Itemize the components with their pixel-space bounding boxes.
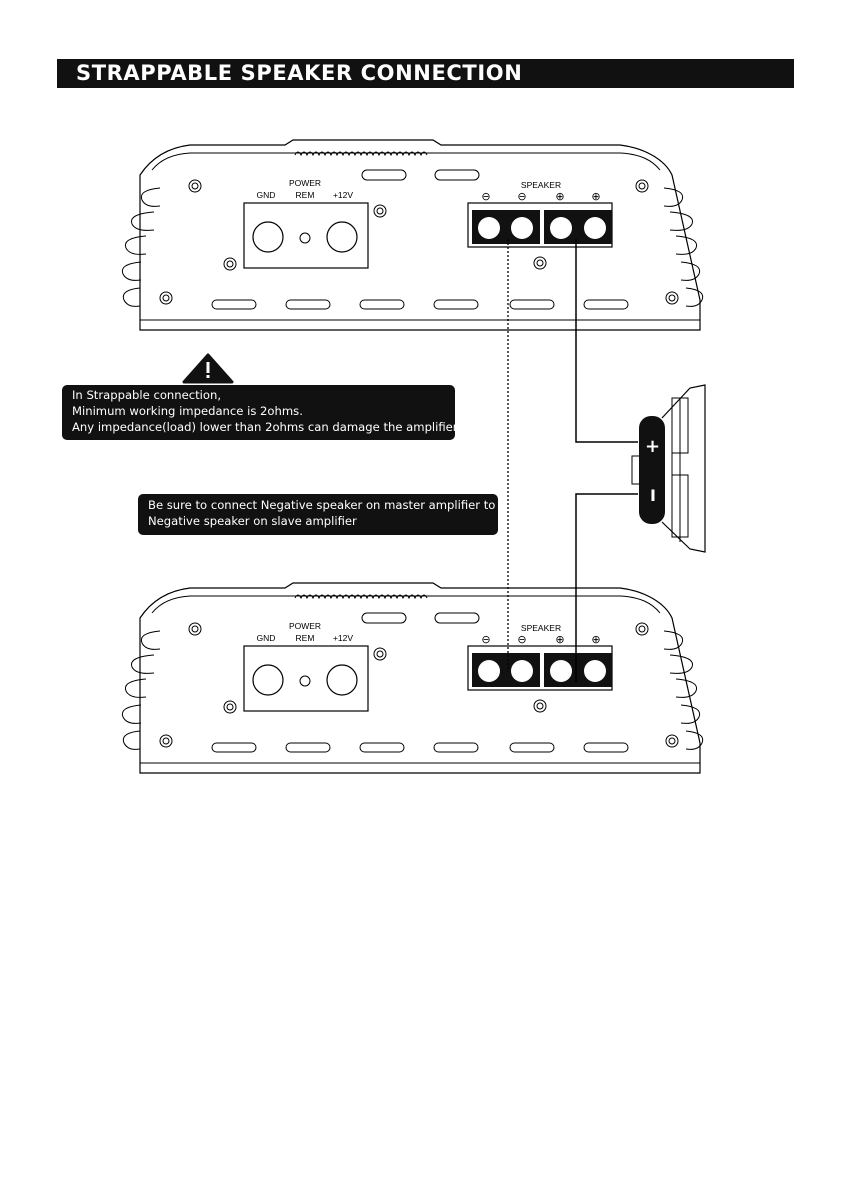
slave-amplifier [121,582,704,774]
warning-line: Any impedance(load) lower than 2ohms can… [72,420,464,434]
warning-line: In Strappable connection, [72,388,222,402]
speaker-label: SPEAKER [521,623,561,633]
note-line: Negative speaker on slave amplifier [148,514,357,528]
gnd-label: GND [257,633,276,643]
speaker-positive-sign: + [645,436,661,457]
terminal-sign: ⊕ [591,190,600,203]
negative-connection-note: Be sure to connect Negative speaker on m… [138,494,498,535]
v12-label: +12V [333,633,353,643]
speaker-negative-sign: I [650,486,656,505]
terminal-sign: ⊕ [555,633,564,646]
note-line: Be sure to connect Negative speaker on m… [148,498,496,512]
negative-wire [575,493,638,682]
positive-wire [575,239,638,443]
rem-label: REM [296,633,315,643]
rem-label: REM [296,190,315,200]
master-amplifier [121,139,704,331]
power-label: POWER [289,621,321,631]
section-title: STRAPPABLE SPEAKER CONNECTION [76,61,523,85]
gnd-label: GND [257,190,276,200]
terminal-sign: ⊖ [517,633,526,646]
terminal-sign: ⊖ [481,633,490,646]
speaker-icon [631,384,706,553]
terminal-sign: ⊖ [517,190,526,203]
warning-triangle-icon [182,353,234,384]
speaker-label: SPEAKER [521,180,561,190]
impedance-warning-note: In Strappable connection, Minimum workin… [62,385,464,440]
terminal-sign: ⊕ [555,190,564,203]
warning-line: Minimum working impedance is 2ohms. [72,404,303,418]
terminal-sign: ⊕ [591,633,600,646]
v12-label: +12V [333,190,353,200]
terminal-sign: ⊖ [481,190,490,203]
section-title-bar: STRAPPABLE SPEAKER CONNECTION [57,59,794,88]
power-label: POWER [289,178,321,188]
